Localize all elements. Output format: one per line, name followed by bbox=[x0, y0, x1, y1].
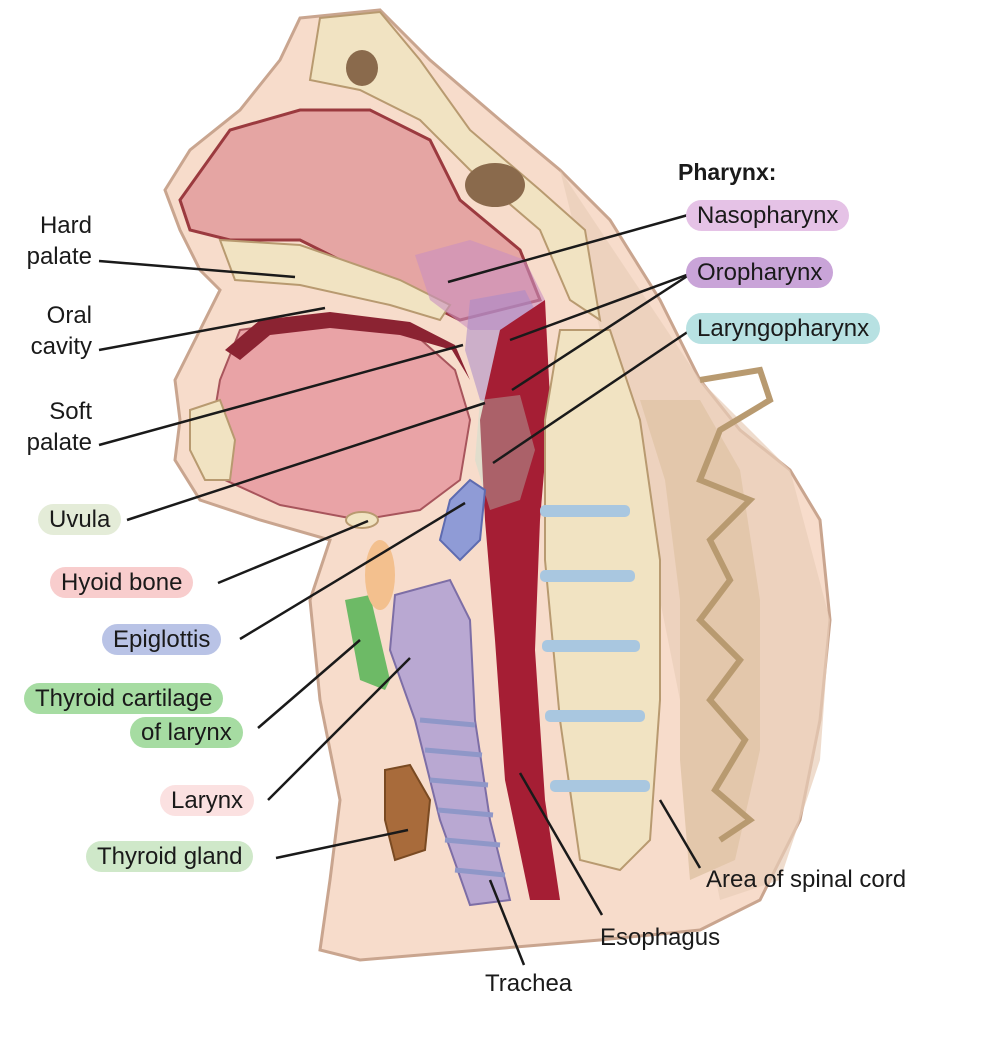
area-of-spinal-cord-label: Area of spinal cord bbox=[706, 866, 907, 893]
leader-line-hyoid-bone bbox=[217, 519, 369, 585]
hard-palate-label: Hard palate bbox=[27, 210, 92, 272]
thyroid-gland-label: Thyroid gland bbox=[86, 841, 254, 872]
intervertebral-discs bbox=[540, 505, 650, 792]
hard-palate-label-line2: palate bbox=[26, 243, 92, 270]
hyoid-bone-shape bbox=[345, 511, 379, 529]
laryngopharynx-label: Laryngopharynx bbox=[686, 313, 881, 344]
leader-line-oropharynx-2 bbox=[511, 271, 693, 392]
larynx-trachea bbox=[388, 578, 512, 907]
oral-cavity-label: Oral cavity bbox=[31, 300, 92, 362]
nasopharynx-label: Nasopharynx bbox=[686, 200, 850, 231]
sinus-cavity bbox=[465, 163, 525, 207]
trachea-label: Trachea bbox=[485, 970, 573, 997]
pharynx-throat bbox=[480, 300, 560, 900]
leader-line-oropharynx-1 bbox=[509, 271, 693, 342]
soft-palate-label-line2: palate bbox=[26, 429, 92, 456]
leader-line-soft-palate bbox=[98, 343, 464, 447]
leader-line-spinal-cord bbox=[658, 799, 702, 869]
leader-line-laryngopharynx bbox=[492, 327, 693, 465]
spinous-processes bbox=[696, 366, 774, 843]
epiglottis-label: Epiglottis bbox=[102, 624, 222, 655]
leader-line-hard-palate bbox=[98, 259, 296, 279]
leader-line-epiglottis bbox=[239, 501, 466, 641]
leader-line-larynx bbox=[267, 657, 411, 801]
tracheal-rings bbox=[419, 717, 506, 878]
soft-palate-label: Soft palate bbox=[27, 396, 92, 458]
uvula-label: Uvula bbox=[38, 504, 122, 535]
oropharynx-label: Oropharynx bbox=[686, 257, 834, 288]
pharynx-heading: Pharynx: bbox=[678, 159, 777, 185]
leader-line-esophagus bbox=[518, 772, 604, 916]
oral-cavity-label-line2: cavity bbox=[30, 333, 92, 360]
soft-palate-label-line1: Soft bbox=[49, 398, 92, 425]
hard-palate-label-line1: Hard bbox=[39, 212, 92, 239]
thyroid-cartilage-label-line2: of larynx bbox=[130, 717, 243, 748]
leader-line-trachea bbox=[488, 879, 526, 966]
leader-line-thyroid-gland bbox=[275, 828, 409, 860]
leader-line-oral-cavity bbox=[98, 306, 326, 352]
oral-cavity-space bbox=[225, 312, 470, 380]
lower-jaw bbox=[189, 398, 237, 481]
laryngopharynx-region bbox=[475, 395, 535, 510]
leader-line-uvula bbox=[126, 401, 486, 522]
epiglottis-shape bbox=[438, 478, 487, 562]
larynx-label: Larynx bbox=[160, 785, 255, 816]
oral-cavity-label-line1: Oral bbox=[46, 302, 92, 329]
hyoid-bone-label: Hyoid bone bbox=[50, 567, 194, 598]
thyroid-cartilage-label-line1: Thyroid cartilage bbox=[24, 683, 224, 714]
leader-lines bbox=[98, 213, 702, 966]
thyroid-gland-shape bbox=[384, 763, 432, 862]
sinus-cavity bbox=[346, 50, 378, 86]
hard-palate-bone bbox=[218, 238, 452, 322]
thyroid-cartilage-shape bbox=[345, 595, 390, 690]
cartilage-shape bbox=[365, 540, 395, 610]
leader-line-nasopharynx bbox=[447, 213, 689, 284]
leader-line-thyroid-cartilage bbox=[257, 639, 361, 729]
cervical-spine bbox=[544, 329, 661, 872]
esophagus-label: Esophagus bbox=[600, 924, 721, 951]
skull-bone bbox=[308, 10, 602, 323]
